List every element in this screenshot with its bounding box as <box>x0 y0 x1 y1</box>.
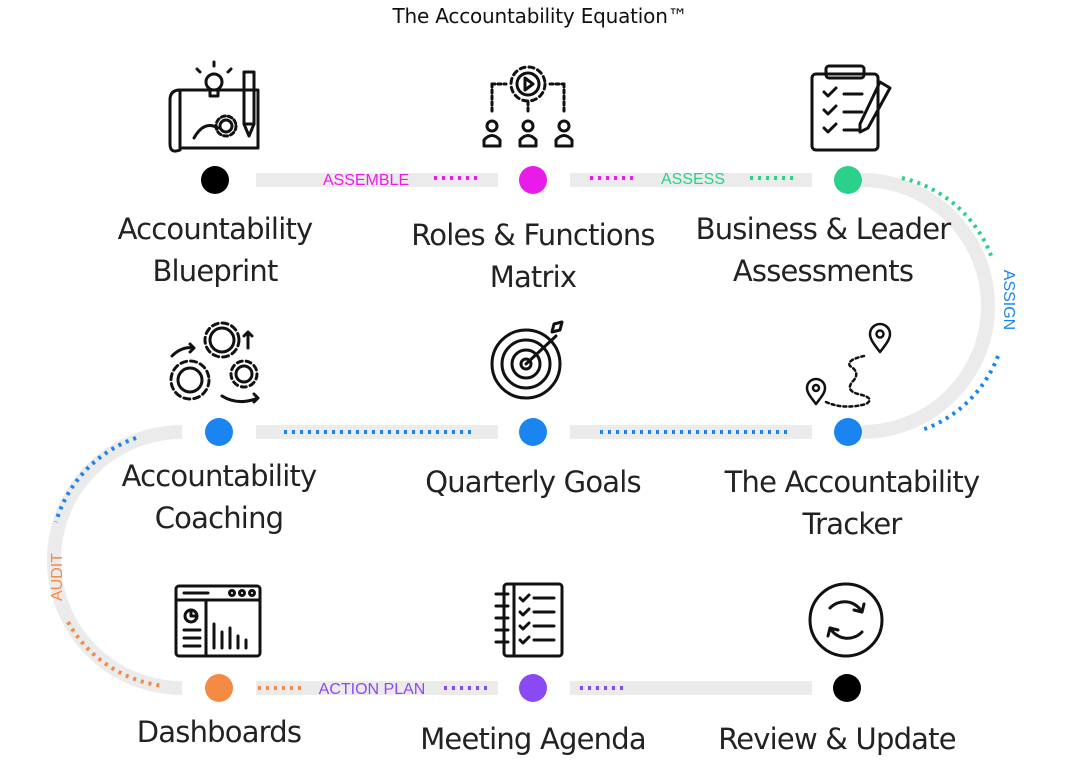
connector-label-assign: ASSIGN <box>1000 270 1017 330</box>
connector-label-assess: ASSESS <box>661 171 725 188</box>
step-label-dashboards: Dashboards <box>119 711 319 753</box>
refresh-cycle-icon <box>808 582 884 658</box>
node-dots <box>201 166 862 702</box>
step-label-line: Blueprint <box>152 254 278 288</box>
step-label-review: Review & Update <box>707 718 967 760</box>
dotted-connectors <box>54 176 1000 690</box>
step-label-coaching: Accountability Coaching <box>104 455 334 539</box>
node-dot-assessments <box>834 166 862 194</box>
step-label-tracker: The Accountability Tracker <box>712 461 992 545</box>
node-dot-tracker <box>834 418 862 446</box>
step-label-line: Coaching <box>154 501 284 535</box>
node-dot-roles <box>519 166 547 194</box>
notebook-icon <box>494 582 564 658</box>
track-lines <box>47 173 995 695</box>
step-label-line: Meeting Agenda <box>420 722 646 756</box>
node-dot-blueprint <box>201 166 229 194</box>
dashboard-icon <box>174 584 262 658</box>
step-label-line: Dashboards <box>136 715 302 749</box>
step-label-agenda: Meeting Agenda <box>413 718 653 760</box>
map-route-icon <box>805 322 892 408</box>
dots-audit-bottom <box>66 621 165 688</box>
dots-audit-top <box>54 436 137 523</box>
step-label-goals: Quarterly Goals <box>413 461 653 503</box>
diagram-title: The Accountability Equation™ <box>392 4 688 28</box>
step-label-line: Accountability <box>117 212 314 246</box>
node-dot-review <box>833 674 861 702</box>
blueprint-icon <box>168 60 260 153</box>
step-label-line: Accountability <box>121 459 318 493</box>
step-label-line: Business & Leader <box>695 212 952 246</box>
step-label-line: Review & Update <box>718 722 956 756</box>
step-label-line: Matrix <box>489 260 577 294</box>
connector-label-assemble: ASSEMBLE <box>323 172 409 189</box>
step-label-line: Tracker <box>802 507 902 541</box>
clipboard-checklist-icon <box>810 64 892 152</box>
node-dot-dashboards <box>205 674 233 702</box>
step-label-roles: Roles & Functions Matrix <box>393 214 673 298</box>
connector-label-audit: AUDIT <box>49 553 66 601</box>
team-gear-icon <box>482 65 574 148</box>
gears-icon <box>169 321 260 404</box>
step-label-line: The Accountability <box>724 465 981 499</box>
node-dot-coaching <box>205 418 233 446</box>
step-label-line: Quarterly Goals <box>425 465 641 499</box>
dots-assign-bottom <box>921 355 1000 432</box>
connector-label-action-plan: ACTION PLAN <box>319 681 426 698</box>
step-label-assessments: Business & Leader Assessments <box>688 208 958 292</box>
target-icon <box>490 320 564 400</box>
node-dot-goals <box>519 418 547 446</box>
step-label-blueprint: Accountability Blueprint <box>100 208 330 292</box>
node-dot-agenda <box>519 674 547 702</box>
step-label-line: Assessments <box>732 254 914 288</box>
step-label-line: Roles & Functions <box>411 218 655 252</box>
